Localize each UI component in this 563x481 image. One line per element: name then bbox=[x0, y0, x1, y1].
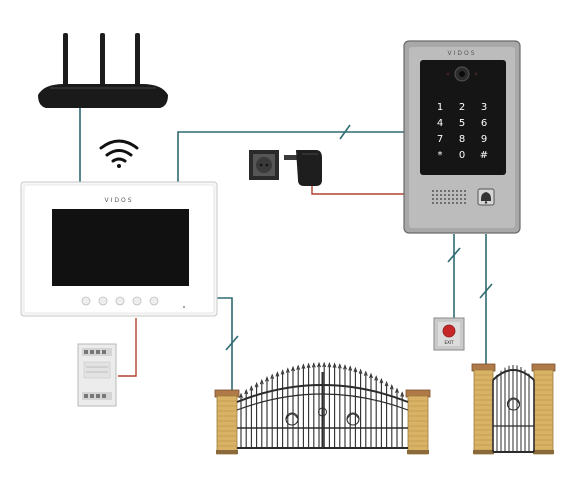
exit-button-label: EXIT bbox=[445, 340, 454, 345]
grille-hole bbox=[432, 202, 434, 204]
cable-break-mark bbox=[479, 283, 493, 299]
grille-hole bbox=[452, 190, 454, 192]
grille-hole bbox=[444, 190, 446, 192]
exit-button[interactable]: EXIT bbox=[433, 317, 465, 351]
camera-lens-inner bbox=[459, 71, 465, 77]
grille-hole bbox=[444, 194, 446, 196]
cable-break-marks bbox=[225, 124, 493, 351]
keypad-key[interactable]: 5 bbox=[459, 118, 465, 129]
grille-hole bbox=[440, 202, 442, 204]
power-supply-unit bbox=[77, 343, 117, 407]
monitor-button bbox=[115, 296, 125, 306]
grille-hole bbox=[456, 202, 458, 204]
keypad-key[interactable]: 3 bbox=[481, 102, 487, 113]
grille-hole bbox=[464, 190, 466, 192]
brick-pillar bbox=[471, 363, 496, 455]
monitor-to-gate-cable bbox=[217, 297, 233, 392]
monitor-button bbox=[132, 296, 142, 306]
router-antenna bbox=[63, 33, 68, 88]
wifi-icon bbox=[99, 139, 139, 168]
monitor-button bbox=[149, 296, 159, 306]
grille-hole bbox=[448, 198, 450, 200]
wicket-ironwork bbox=[492, 365, 535, 453]
grille-hole bbox=[452, 198, 454, 200]
keypad-key[interactable]: 9 bbox=[481, 134, 487, 145]
grille-hole bbox=[444, 198, 446, 200]
brick-pillar bbox=[531, 363, 556, 455]
monitor-to-door-station-cable bbox=[177, 131, 408, 182]
keypad-key[interactable]: 4 bbox=[437, 118, 443, 129]
keypad-key[interactable]: 8 bbox=[459, 134, 465, 145]
grille-hole bbox=[432, 194, 434, 196]
wall-socket bbox=[249, 150, 279, 180]
grille-hole bbox=[448, 190, 450, 192]
exit-button-red-cap bbox=[442, 324, 456, 338]
indoor-monitor: VIDOS bbox=[20, 181, 218, 317]
grille-hole bbox=[444, 202, 446, 204]
keypad-key[interactable]: 6 bbox=[481, 118, 487, 129]
door-station-brand-label: VIDOS bbox=[447, 50, 476, 57]
monitor-brand-label: VIDOS bbox=[104, 197, 133, 204]
grille-hole bbox=[452, 194, 454, 196]
grille-hole bbox=[456, 194, 458, 196]
data-cables bbox=[79, 108, 487, 392]
grille-hole bbox=[440, 198, 442, 200]
grille-hole bbox=[436, 194, 438, 196]
grille-hole bbox=[464, 202, 466, 204]
door-station-keypad-panel bbox=[420, 60, 506, 175]
cable-break-mark bbox=[225, 335, 239, 351]
keypad-key[interactable]: * bbox=[438, 150, 443, 161]
monitor-screen bbox=[52, 209, 189, 286]
monitor-to-power-supply-cable bbox=[118, 318, 137, 377]
brick-pillar bbox=[405, 389, 431, 455]
grille-hole bbox=[460, 198, 462, 200]
grille-hole bbox=[460, 194, 462, 196]
grille-hole bbox=[432, 198, 434, 200]
keypad: 1 2 3 4 5 6 7 8 9 * 0 # bbox=[437, 102, 488, 161]
wifi-router bbox=[38, 33, 168, 108]
keypad-key[interactable]: # bbox=[480, 150, 488, 161]
monitor-button bbox=[98, 296, 108, 306]
speaker-grille bbox=[432, 190, 466, 204]
monitor-buttons bbox=[81, 296, 159, 306]
grille-hole bbox=[436, 202, 438, 204]
grille-hole bbox=[460, 202, 462, 204]
brick-pillar bbox=[214, 389, 240, 455]
grille-hole bbox=[436, 190, 438, 192]
keypad-key[interactable]: 1 bbox=[437, 102, 443, 113]
grille-hole bbox=[460, 190, 462, 192]
keypad-key[interactable]: 0 bbox=[459, 150, 465, 161]
router-antenna bbox=[100, 33, 105, 88]
ir-led bbox=[474, 72, 478, 76]
keypad-key[interactable]: 2 bbox=[459, 102, 465, 113]
ir-led bbox=[446, 72, 450, 76]
router-antenna bbox=[135, 33, 140, 88]
grille-hole bbox=[456, 198, 458, 200]
grille-hole bbox=[456, 190, 458, 192]
keypad-key[interactable]: 7 bbox=[437, 134, 443, 145]
gate-ironwork bbox=[236, 361, 409, 449]
grille-hole bbox=[432, 190, 434, 192]
driveway-gate bbox=[214, 361, 431, 455]
router-body bbox=[38, 84, 168, 108]
grille-hole bbox=[464, 198, 466, 200]
grille-hole bbox=[448, 194, 450, 196]
grille-hole bbox=[448, 202, 450, 204]
cable-break-mark bbox=[447, 247, 461, 263]
grille-hole bbox=[436, 198, 438, 200]
grille-hole bbox=[452, 202, 454, 204]
monitor-button bbox=[81, 296, 91, 306]
cable-break-mark bbox=[339, 124, 351, 140]
grille-hole bbox=[440, 190, 442, 192]
power-adapter bbox=[284, 150, 322, 186]
wicket-gate bbox=[471, 363, 556, 455]
monitor-led bbox=[183, 306, 185, 308]
grille-hole bbox=[440, 194, 442, 196]
door-station: VIDOS 1 2 3 4 5 6 7 8 9 * 0 # bbox=[403, 40, 521, 234]
grille-hole bbox=[464, 194, 466, 196]
adapter-to-door-station-cable bbox=[311, 186, 408, 195]
power-cables bbox=[118, 186, 408, 377]
bell-icon bbox=[481, 192, 491, 204]
